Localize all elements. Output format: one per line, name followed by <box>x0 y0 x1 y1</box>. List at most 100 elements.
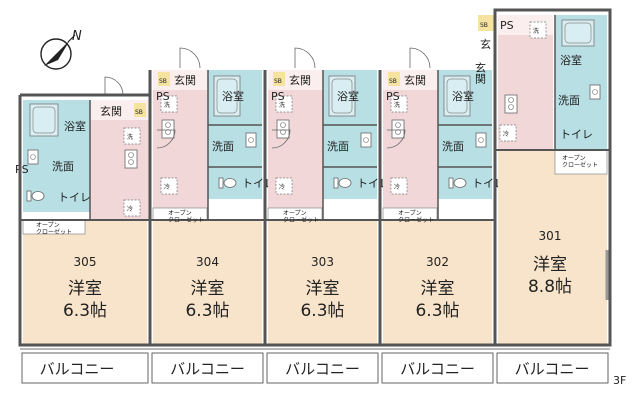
fridge-label: 冷 <box>127 205 133 213</box>
unit-number: 301 <box>539 229 562 243</box>
toilet-room <box>555 117 607 150</box>
burner-icon <box>280 122 286 128</box>
sb-badge <box>388 72 400 86</box>
ps-label: PS <box>156 90 170 103</box>
main-room <box>23 220 147 345</box>
stove-icon <box>391 119 405 139</box>
entrance-label: 玄関 <box>174 73 196 87</box>
sink-icon <box>589 84 601 100</box>
fridge-space <box>275 177 293 195</box>
toilet-icon <box>223 178 237 188</box>
sb-label: SB <box>389 78 397 85</box>
room-size: 6.3帖 <box>415 301 459 321</box>
washer-space <box>529 21 547 39</box>
entrance-label: 玄関 <box>404 73 426 87</box>
bathtub <box>561 19 595 47</box>
balcony <box>381 352 494 384</box>
unit-number: 302 <box>426 255 449 269</box>
room-type: 洋室 <box>191 279 225 299</box>
bathtub-inner <box>32 106 56 134</box>
washer-space <box>123 127 141 145</box>
unit-wall <box>493 8 612 347</box>
sb-badge <box>158 72 170 86</box>
entrance-label-top: 玄 <box>480 37 491 51</box>
washer-label: 洗 <box>164 101 170 109</box>
balcony <box>21 352 149 384</box>
toilet-tank-icon <box>218 177 224 189</box>
balcony-label: バルコニー <box>400 360 475 378</box>
floor-label: 3F <box>613 374 626 387</box>
toilet-tank-icon <box>448 177 454 189</box>
washroom-label: 洗面 <box>442 140 464 153</box>
hall-kitchen <box>90 120 150 220</box>
balcony <box>496 352 609 384</box>
washer-label: 洗 <box>533 27 539 35</box>
fridge-label: 冷 <box>279 183 285 191</box>
washer-label: 洗 <box>279 101 285 109</box>
washer-space <box>160 95 178 113</box>
main-room <box>383 220 492 345</box>
toilet-icon <box>338 178 352 188</box>
sink-bowl-icon <box>30 154 36 160</box>
closet <box>554 149 608 175</box>
bathtub-inner <box>331 78 353 114</box>
compass-pointer <box>67 34 76 43</box>
ps-label: PS <box>500 19 514 32</box>
room-type: 洋室 <box>421 279 455 299</box>
closet-label: オープンクローゼット <box>283 210 319 224</box>
compass-circle <box>40 38 72 70</box>
stove-icon <box>504 94 518 114</box>
room-size: 6.3帖 <box>300 301 344 321</box>
closet-label: オープンクローゼット <box>36 222 72 236</box>
door-swing <box>271 129 291 149</box>
sb-badge <box>134 103 146 117</box>
sb-label: SB <box>274 78 282 85</box>
fridge-label: 冷 <box>503 130 509 138</box>
washroom-label: 洗面 <box>212 140 234 153</box>
entrance-label: 玄関 <box>100 104 122 118</box>
toilet-icon <box>31 191 45 201</box>
balcony <box>151 352 264 384</box>
entrance-door-swing <box>409 47 431 69</box>
toilet-label: トイレ <box>560 128 593 141</box>
door-swing <box>156 129 176 149</box>
burner-icon <box>128 159 134 165</box>
door-swing <box>386 129 406 149</box>
fridge-label: 冷 <box>394 183 400 191</box>
toilet-tank-icon <box>333 177 339 189</box>
main-room <box>153 220 262 345</box>
entrance-label: 玄関 <box>289 73 311 87</box>
burner-icon <box>508 97 514 103</box>
bathtub <box>29 103 59 137</box>
bathtub <box>328 75 356 117</box>
stove-icon <box>161 119 175 139</box>
balcony-label: バルコニー <box>40 360 115 378</box>
burner-icon <box>508 104 514 110</box>
sb-badge <box>478 15 494 31</box>
bathtub-inner <box>216 78 238 114</box>
entrance-door-swing <box>294 47 316 69</box>
entrance-door-swing <box>179 47 201 69</box>
burner-icon <box>128 152 134 158</box>
compass-needle-icon <box>44 40 70 66</box>
fridge-space <box>499 124 517 142</box>
balcony <box>266 352 379 384</box>
toilet-icon <box>453 178 467 188</box>
balcony-label: バルコニー <box>515 360 590 378</box>
sb-label: SB <box>480 22 488 29</box>
closet-label: オープンクローゼット <box>398 210 434 224</box>
sink-bowl-icon <box>592 89 598 95</box>
sb-label: SB <box>135 109 143 116</box>
unit-number: 305 <box>74 255 97 269</box>
bath-label: 浴室 <box>222 89 244 103</box>
toilet-label: トイレ <box>357 177 390 190</box>
closet-label: オープンクローゼット <box>562 155 598 169</box>
bath-label: 浴室 <box>64 119 86 133</box>
room-size: 8.8帖 <box>528 277 572 297</box>
room-type: 洋室 <box>306 279 340 299</box>
